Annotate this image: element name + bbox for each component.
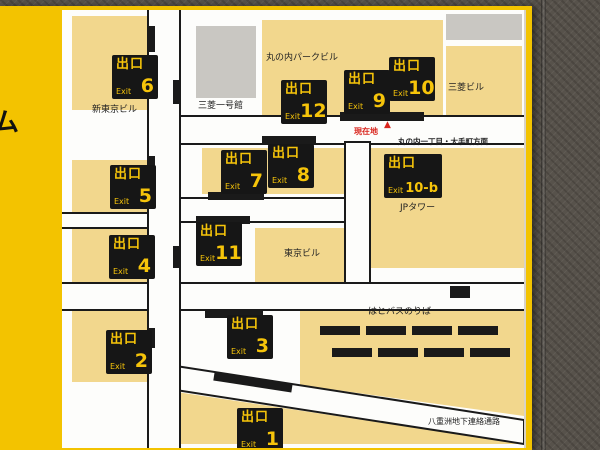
road-left-shape [62, 212, 153, 229]
exit-en: Exit [231, 347, 247, 356]
exit-badge-8: 出口 Exit 8 [268, 144, 314, 188]
exit-en: Exit [285, 112, 301, 121]
current-location-marker-icon: ▲ [384, 120, 391, 130]
exit-en: Exit [241, 440, 257, 449]
exit-en: Exit [225, 182, 241, 191]
exit-number: 8 [296, 164, 310, 186]
exit-kanji: 出口 [225, 152, 254, 167]
exit-en: Exit [393, 89, 409, 98]
exit-en: Exit [110, 362, 126, 371]
exit-number: 12 [300, 100, 327, 122]
exit-kanji: 出口 [200, 224, 229, 239]
road-vertical-shape [344, 141, 371, 288]
building-ichigokan-shape [196, 26, 256, 98]
exit-en: Exit [200, 254, 216, 263]
building-gray-topright-shape [446, 14, 522, 40]
exit-number: 7 [249, 170, 263, 192]
exit-badge-9: 出口 Exit 9 [344, 70, 390, 114]
label-marunouchi-park: 丸の内パークビル [266, 53, 339, 63]
exit-kanji: 出口 [285, 82, 314, 97]
exit-en: Exit [388, 186, 404, 195]
exit-number: 10 [408, 77, 435, 99]
label-current-location: 現在地 [354, 127, 378, 136]
building-mitsubishi-shape [446, 46, 522, 116]
exit-en: Exit [116, 87, 132, 96]
bars-layer [148, 26, 510, 393]
exit-badge-2: 出口 Exit 2 [106, 330, 152, 374]
exit-badge-3: 出口 Exit 3 [227, 315, 273, 359]
label-mitsubishi-ichigokan: 三菱一号館 [198, 101, 244, 111]
exit-map-sign: ム [0, 6, 532, 450]
exit-badge-5: 出口 Exit 5 [110, 165, 156, 209]
sign-edge-partial-text: ム [0, 108, 20, 138]
exit-kanji: 出口 [241, 410, 270, 425]
exit-number: 2 [134, 350, 148, 372]
exit-kanji: 出口 [231, 317, 260, 332]
label-jp-tower: JPタワー [400, 203, 436, 213]
exit-number: 6 [140, 75, 154, 97]
wall-seam [541, 0, 546, 450]
exit-en: Exit [113, 267, 129, 276]
exit-number: 5 [138, 185, 152, 207]
exit-badge-7: 出口 Exit 7 [221, 150, 267, 194]
exit-number: 1 [265, 428, 279, 449]
label-yaesu-passage: 八重洲地下連絡通路 [428, 417, 500, 426]
building-tokyo-shape [255, 228, 345, 283]
exit-kanji: 出口 [348, 72, 377, 87]
exit-en: Exit [114, 197, 130, 206]
exit-number: 3 [255, 335, 269, 357]
exit-en: Exit [348, 102, 364, 111]
label-shin-tokyo-building: 新東京ビル [92, 105, 138, 115]
label-mitsubishi-building: 三菱ビル [448, 83, 485, 93]
exit-number: 10-b [405, 181, 438, 196]
hato-bus-area-shape [300, 298, 524, 382]
exit-number: 4 [137, 255, 151, 277]
exit-kanji: 出口 [393, 59, 422, 74]
exit-kanji: 出口 [113, 237, 142, 252]
map-shapes [62, 10, 524, 448]
exit-en: Exit [272, 176, 288, 185]
exit-badge-1: 出口 Exit 1 [237, 408, 283, 448]
exit-kanji: 出口 [388, 156, 417, 171]
station-area-map: 丸の内パークビル 三菱一号館 三菱ビル 新東京ビル JPタワー 東京ビル はとバ… [62, 10, 526, 448]
exit-kanji: 出口 [116, 57, 145, 72]
label-direction: 丸の内一丁目・大手町方面 [398, 137, 488, 146]
exit-number: 11 [215, 242, 242, 264]
exit-kanji: 出口 [114, 167, 143, 182]
exit-kanji: 出口 [110, 332, 139, 347]
exit-badge-4: 出口 Exit 4 [109, 235, 155, 279]
label-hato-bus-stop: はとバスのりば [368, 307, 432, 317]
bottom-wedge-upper-shape [300, 382, 524, 416]
buildings-layer [72, 14, 524, 444]
exit-badge-6: 出口 Exit 6 [112, 55, 158, 99]
road-lower-shape [62, 282, 524, 311]
label-tokyo-building: 東京ビル [284, 249, 321, 259]
exit-number: 9 [372, 90, 386, 112]
exit-kanji: 出口 [272, 146, 301, 161]
